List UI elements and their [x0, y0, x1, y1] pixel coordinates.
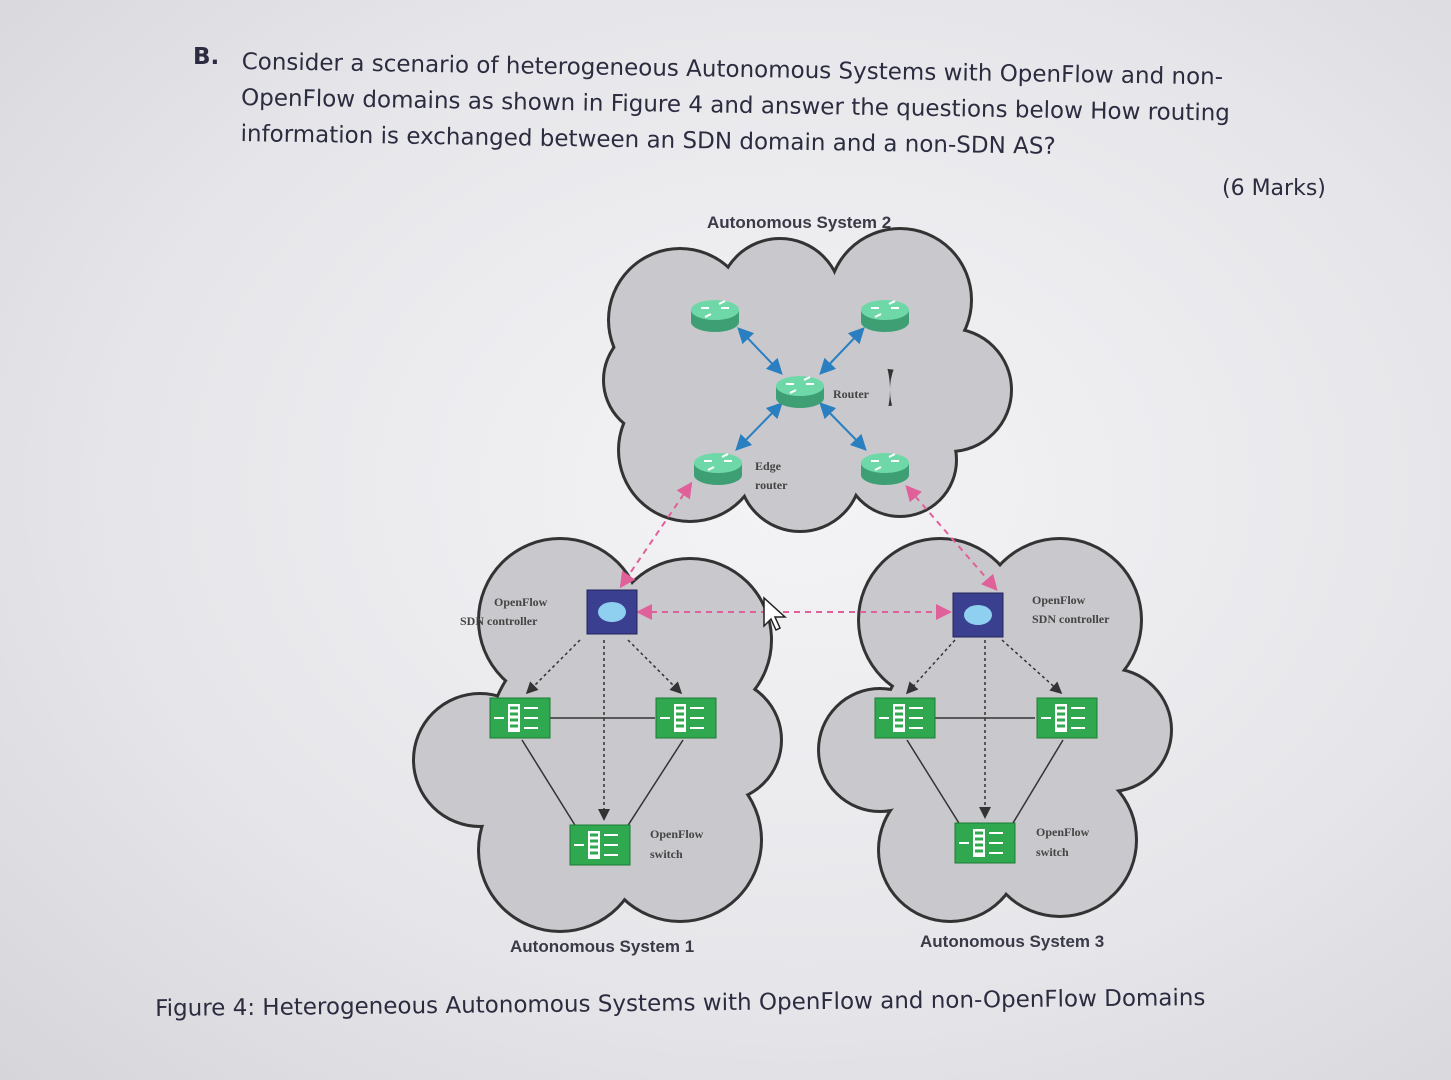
sdn-controller-icon	[952, 592, 1004, 638]
cloud-as3	[817, 537, 1173, 923]
controller-label: OpenFlow	[494, 595, 548, 609]
openflow-switch-icon	[873, 696, 937, 740]
as2-label: Autonomous System 2	[707, 213, 891, 232]
question-label: B.	[193, 44, 220, 70]
sdn-controller-icon	[586, 589, 638, 635]
router-icon	[775, 375, 825, 409]
edge-router-icon	[693, 452, 743, 486]
openflow-switch-icon	[568, 823, 632, 867]
as1-links	[521, 639, 684, 831]
cloud-as1	[412, 537, 783, 933]
as1-label: Autonomous System 1	[510, 937, 694, 956]
openflow-switch-icon	[953, 821, 1017, 865]
openflow-switch-icon	[1035, 696, 1099, 740]
openflow-switch-icon	[654, 696, 718, 740]
openflow-switch-icon	[488, 696, 552, 740]
switch-label: OpenFlow	[650, 827, 704, 841]
question-marks: (6 Marks)	[1222, 176, 1326, 201]
edge-router-label: router	[755, 478, 788, 492]
controller-label: OpenFlow	[1032, 593, 1086, 607]
router-icon	[690, 299, 740, 333]
edge-router-label: Edge	[755, 459, 782, 473]
mouse-cursor-icon	[763, 596, 787, 632]
router-label: Router	[833, 387, 870, 401]
edge-router-icon	[860, 452, 910, 486]
router-icon	[860, 299, 910, 333]
controller-label: SDN controller	[1032, 612, 1110, 626]
as3-links	[905, 639, 1064, 829]
as3-label: Autonomous System 3	[920, 932, 1104, 951]
switch-label: switch	[650, 847, 683, 861]
inter-as-links	[619, 481, 998, 620]
switch-label: OpenFlow	[1036, 825, 1090, 839]
controller-label: SDN controller	[460, 614, 538, 628]
switch-label: switch	[1036, 845, 1069, 859]
as2-links	[735, 327, 867, 451]
